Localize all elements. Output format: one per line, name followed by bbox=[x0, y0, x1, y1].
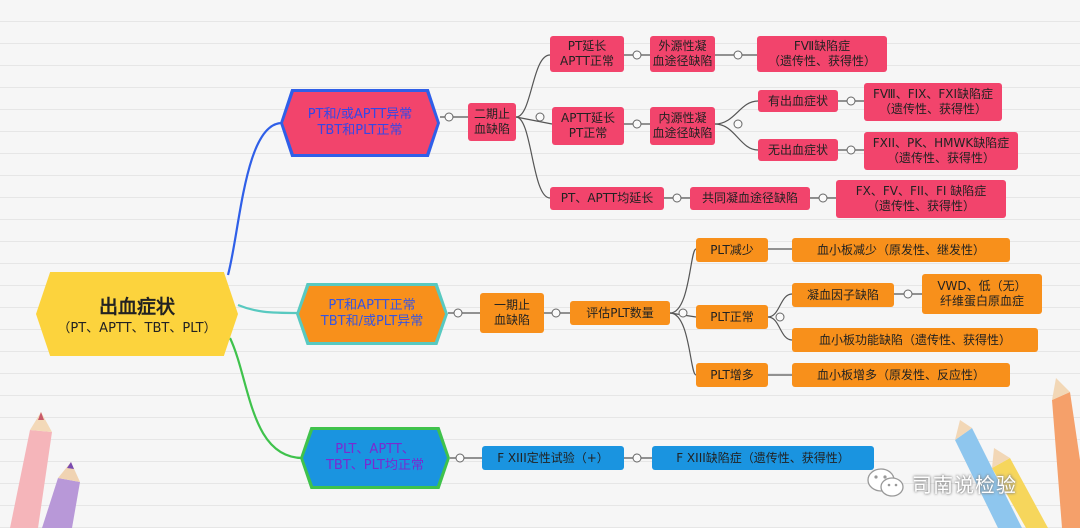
branch2-eval-node: 评估PLT数量 bbox=[570, 301, 670, 325]
b1-case2-result-node: FXII、PK、HMWK缺陷症 （遗传性、获得性） bbox=[864, 132, 1018, 170]
wechat-icon bbox=[867, 468, 904, 497]
b2-sub2-item1-node: 凝血因子缺陷 bbox=[792, 283, 894, 307]
root-to-branch2-line bbox=[237, 303, 299, 315]
branch3-test-node: F XIII定性试验（+） bbox=[482, 446, 624, 470]
branch2-type-node: 一期止 血缺陷 bbox=[480, 293, 544, 333]
b2-sub2-label: PLT正常 bbox=[710, 309, 754, 324]
root-node: 出血症状 （PT、APTT、TBT、PLT） bbox=[36, 272, 238, 356]
b1-sub1-result-node: FⅦ缺陷症 （遗传性、获得性） bbox=[757, 36, 887, 72]
b1-case1-label: 有出血症状 bbox=[767, 93, 828, 108]
branch2-eval-label: 评估PLT数量 bbox=[586, 305, 654, 320]
b1-sub3-label: PT、APTT均延长 bbox=[560, 191, 654, 205]
branch1-type-line2: 血缺陷 bbox=[473, 122, 510, 136]
branch3-label-line2: TBT、PLT均正常 bbox=[325, 458, 425, 473]
branch1-type-node: 二期止 血缺陷 bbox=[468, 103, 516, 141]
b2-sub2-item1-label: 凝血因子缺陷 bbox=[806, 287, 879, 302]
b1-case2-label: 无出血症状 bbox=[767, 142, 828, 157]
branch3-result-label: F XIII缺陷症（遗传性、获得性） bbox=[676, 450, 850, 465]
b1-sub1-result-line1: FⅦ缺陷症 bbox=[793, 39, 851, 53]
b2-sub1-node: PLT减少 bbox=[696, 238, 768, 262]
branch1-type-line1: 二期止 bbox=[473, 107, 510, 121]
b2-sub3-result: 血小板增多（原发性、反应性） bbox=[816, 367, 985, 382]
pencil-icon-left-pink bbox=[10, 412, 52, 528]
root-to-branch3-line bbox=[229, 337, 304, 460]
b1-case2-result-line2: （遗传性、获得性） bbox=[886, 151, 995, 165]
branch2-type-line2: 血缺陷 bbox=[493, 313, 530, 327]
b2-sub2-item1-result-node: VWD、低（无） 纤维蛋白原血症 bbox=[922, 274, 1042, 314]
b1-sub2-pathway-node: 内源性凝 血途径缺陷 bbox=[650, 107, 715, 145]
b1-case1-node: 有出血症状 bbox=[758, 90, 838, 112]
b1-sub1-pathway-node: 外源性凝 血途径缺陷 bbox=[650, 36, 715, 72]
b1-sub3-node: PT、APTT均延长 bbox=[550, 187, 664, 210]
b2-sub3-label: PLT增多 bbox=[710, 367, 754, 382]
branch3-node: PLT、APTT、 TBT、PLT均正常 bbox=[300, 427, 450, 489]
branch3-test-label: F XIII定性试验（+） bbox=[497, 450, 609, 465]
root-title: 出血症状 bbox=[98, 295, 175, 318]
root-to-branch1-line bbox=[226, 121, 283, 276]
b1-sub2-line1: APTT延长 bbox=[561, 111, 615, 125]
b1-case1-result-line1: FⅧ、FIX、FXI缺陷症 bbox=[872, 87, 994, 101]
pencil-icon-right-orange bbox=[1052, 378, 1080, 528]
branch2-node: PT和APTT正常 TBT和/或PLT异常 bbox=[296, 283, 448, 345]
branch2-label-line1: PT和APTT正常 bbox=[328, 298, 416, 313]
b2-sub3-node: PLT增多 bbox=[696, 363, 768, 387]
b1-sub1-node: PT延长 APTT正常 bbox=[550, 36, 624, 72]
b1-case2-result-line1: FXII、PK、HMWK缺陷症 bbox=[872, 136, 1010, 150]
b1-case1-result-line2: （遗传性、获得性） bbox=[878, 102, 987, 116]
b1-sub1-line1: PT延长 bbox=[567, 39, 607, 53]
b1-sub1-result-line2: （遗传性、获得性） bbox=[767, 54, 876, 68]
b2-sub2-item1-result-line1: VWD、低（无） bbox=[937, 279, 1027, 293]
b2-sub2-item2-label: 血小板功能缺陷（遗传性、获得性） bbox=[818, 332, 1011, 347]
b2-sub2-node: PLT正常 bbox=[696, 305, 768, 329]
b2-sub1-result: 血小板减少（原发性、继发性） bbox=[816, 242, 985, 257]
b1-sub3-pathway-node: 共同凝血途径缺陷 bbox=[690, 187, 810, 210]
b1-sub3-pathway: 共同凝血途径缺陷 bbox=[701, 191, 798, 205]
branch1-node: PT和/或APTT异常 TBT和PLT正常 bbox=[280, 89, 440, 157]
branch3-label-line1: PLT、APTT、 bbox=[335, 442, 415, 457]
b1-sub1-pathway-line2: 血途径缺陷 bbox=[652, 54, 713, 68]
branch2-type-line1: 一期止 bbox=[493, 298, 530, 312]
b1-sub3-result-node: FX、FV、FII、FI 缺陷症 （遗传性、获得性） bbox=[836, 180, 1006, 218]
b2-sub1-result-node: 血小板减少（原发性、继发性） bbox=[792, 238, 1010, 262]
b1-sub2-line2: PT正常 bbox=[568, 126, 608, 140]
pencil-icon-right-yellow bbox=[992, 448, 1048, 528]
b2-sub1-label: PLT减少 bbox=[710, 242, 754, 257]
b1-sub3-result-line1: FX、FV、FII、FI 缺陷症 bbox=[855, 184, 987, 198]
b1-case1-result-node: FⅧ、FIX、FXI缺陷症 （遗传性、获得性） bbox=[864, 83, 1002, 121]
branch1-label-line1: PT和/或APTT异常 bbox=[307, 107, 413, 122]
b1-sub1-pathway-line1: 外源性凝 bbox=[658, 39, 707, 53]
b1-sub3-result-line2: （遗传性、获得性） bbox=[866, 199, 975, 213]
b2-sub2-item1-result-line2: 纤维蛋白原血症 bbox=[939, 294, 1024, 308]
b2-sub2-item2-node: 血小板功能缺陷（遗传性、获得性） bbox=[792, 328, 1038, 352]
b1-sub2-pathway-line1: 内源性凝 bbox=[658, 111, 707, 125]
root-subtitle: （PT、APTT、TBT、PLT） bbox=[57, 320, 217, 336]
b1-sub1-line2: APTT正常 bbox=[560, 54, 614, 68]
b1-sub2-pathway-line2: 血途径缺陷 bbox=[652, 126, 713, 140]
connector-dots bbox=[444, 50, 913, 463]
watermark: 司南说检验 bbox=[866, 466, 1017, 500]
pencil-icon-left-purple bbox=[42, 462, 80, 528]
watermark-text: 司南说检验 bbox=[912, 472, 1017, 497]
pencil-icon-right-blue bbox=[955, 420, 1022, 528]
branch1-label-line2: TBT和PLT正常 bbox=[317, 123, 403, 138]
branch3-result-node: F XIII缺陷症（遗传性、获得性） bbox=[652, 446, 874, 470]
b1-sub2-node: APTT延长 PT正常 bbox=[552, 107, 624, 145]
b2-sub3-result-node: 血小板增多（原发性、反应性） bbox=[792, 363, 1010, 387]
b1-case2-node: 无出血症状 bbox=[758, 139, 838, 161]
branch2-label-line2: TBT和/或PLT异常 bbox=[320, 314, 424, 329]
